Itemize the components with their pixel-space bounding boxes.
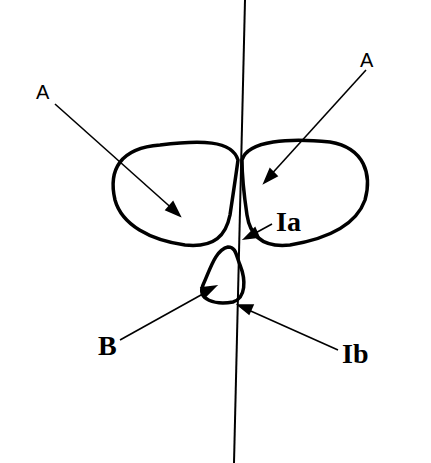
leader-line xyxy=(268,70,366,178)
leader-line xyxy=(120,290,210,340)
arrow-head xyxy=(201,286,216,297)
arrow-head xyxy=(244,228,259,239)
axis-line xyxy=(234,0,245,463)
right-lobe xyxy=(242,140,367,245)
part-label: Ib xyxy=(342,340,368,368)
lower-lobe xyxy=(202,247,244,303)
part-label: A xyxy=(36,82,49,102)
part-label: Ia xyxy=(276,208,301,236)
arrow-head xyxy=(238,305,253,314)
leader-line xyxy=(55,104,176,212)
part-label: A xyxy=(360,50,373,70)
arrow-head xyxy=(166,202,180,216)
arrow-head xyxy=(264,169,277,183)
part-label: B xyxy=(98,332,117,360)
left-lobe xyxy=(113,142,238,245)
leader-line xyxy=(244,308,338,350)
